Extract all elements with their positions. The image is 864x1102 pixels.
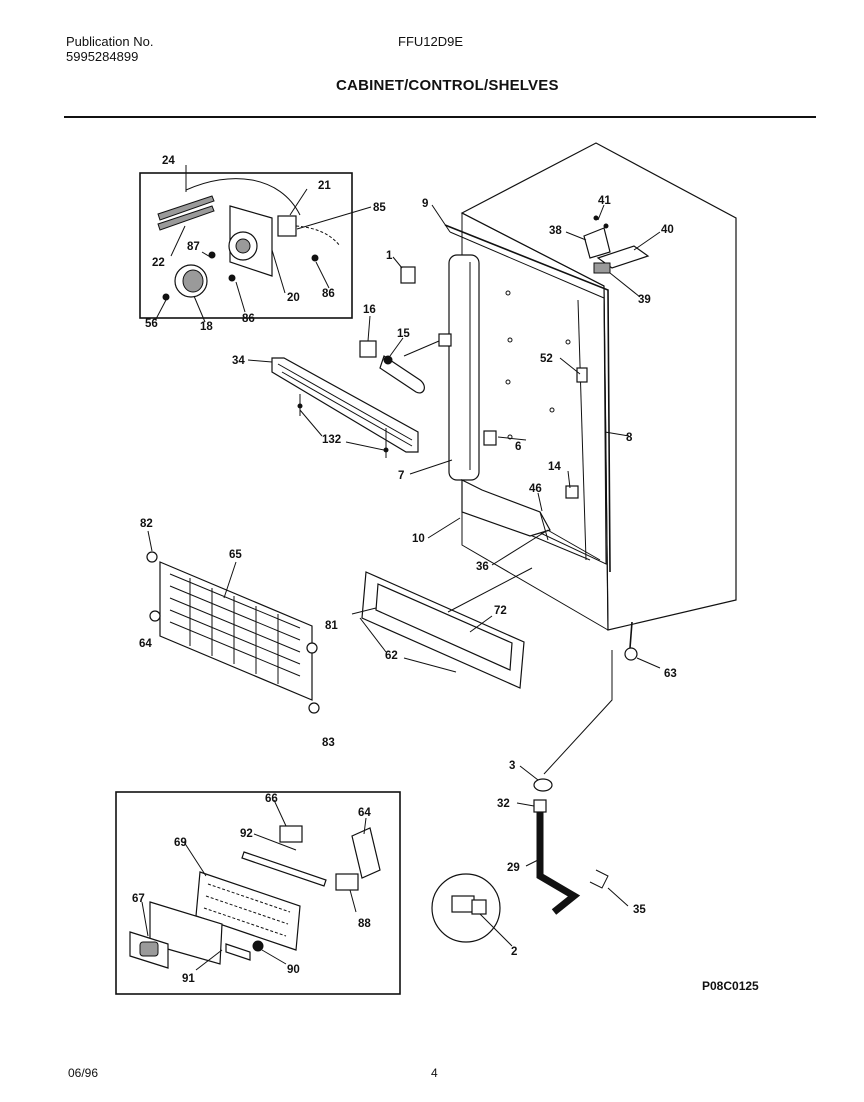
header-rule bbox=[64, 116, 816, 118]
callout-22: 22 bbox=[152, 257, 165, 269]
callout-32: 32 bbox=[497, 798, 510, 810]
callout-64-inset: 64 bbox=[358, 807, 371, 819]
callout-46: 46 bbox=[529, 483, 542, 495]
footer-page-number: 4 bbox=[431, 1066, 438, 1080]
freezer-cabinet bbox=[409, 142, 737, 631]
callout-67: 67 bbox=[132, 893, 145, 905]
drain-assembly bbox=[431, 621, 661, 947]
callout-132: 132 bbox=[322, 434, 341, 446]
callout-39: 39 bbox=[638, 294, 651, 306]
callout-72: 72 bbox=[494, 605, 507, 617]
footer-date: 06/96 bbox=[68, 1066, 99, 1080]
callout-64: 64 bbox=[139, 638, 152, 650]
callout-87: 87 bbox=[187, 241, 200, 253]
callout-9: 9 bbox=[422, 198, 428, 210]
page-title: CABINET/CONTROL/SHELVES bbox=[336, 77, 559, 94]
callout-29: 29 bbox=[507, 862, 520, 874]
callout-1: 1 bbox=[386, 250, 393, 262]
callout-63-right: 63 bbox=[664, 668, 677, 680]
callout-2: 2 bbox=[511, 946, 517, 958]
callout-65: 65 bbox=[229, 549, 242, 561]
callout-16: 16 bbox=[363, 304, 376, 316]
callout-20: 20 bbox=[287, 292, 300, 304]
callout-15: 15 bbox=[397, 328, 410, 340]
publication-number: 5995284899 bbox=[66, 49, 139, 64]
callout-8: 8 bbox=[626, 432, 633, 444]
callout-62: 62 bbox=[385, 650, 398, 662]
callout-7: 7 bbox=[398, 470, 404, 482]
callout-85: 85 bbox=[373, 202, 386, 214]
callout-38: 38 bbox=[549, 225, 562, 237]
callout-81: 81 bbox=[325, 620, 338, 632]
callout-91: 91 bbox=[182, 973, 195, 985]
small-parts bbox=[359, 256, 452, 394]
callout-40: 40 bbox=[661, 224, 674, 236]
callout-36: 36 bbox=[476, 561, 489, 573]
callout-83: 83 bbox=[322, 737, 335, 749]
callout-24: 24 bbox=[162, 155, 175, 167]
kickplate-72 bbox=[351, 567, 533, 689]
callout-90: 90 bbox=[287, 964, 300, 976]
callout-14: 14 bbox=[548, 461, 561, 473]
callout-35: 35 bbox=[633, 904, 646, 916]
callout-3: 3 bbox=[509, 760, 515, 772]
control-panel-inset bbox=[115, 791, 401, 995]
model-number: FFU12D9E bbox=[398, 34, 464, 49]
callout-86-bottom: 86 bbox=[242, 313, 255, 325]
callout-82: 82 bbox=[140, 518, 153, 530]
callout-34: 34 bbox=[232, 355, 245, 367]
publication-label: Publication No. bbox=[66, 34, 154, 49]
thermostat-inset bbox=[139, 165, 372, 323]
callout-6: 6 bbox=[515, 441, 521, 453]
callout-52: 52 bbox=[540, 353, 553, 365]
shelf-34 bbox=[247, 357, 419, 458]
top-hinge bbox=[565, 204, 661, 298]
callout-18: 18 bbox=[200, 321, 213, 333]
callout-10: 10 bbox=[412, 533, 425, 545]
callout-66: 66 bbox=[265, 793, 278, 805]
callout-21: 21 bbox=[318, 180, 331, 192]
drawing-code: P08C0125 bbox=[702, 979, 759, 993]
callout-69: 69 bbox=[174, 837, 187, 849]
callout-86-top: 86 bbox=[322, 288, 335, 300]
callout-56: 56 bbox=[145, 318, 158, 330]
callout-41: 41 bbox=[598, 195, 611, 207]
callout-92: 92 bbox=[240, 828, 253, 840]
grille-65 bbox=[146, 551, 320, 714]
callout-88: 88 bbox=[358, 918, 371, 930]
